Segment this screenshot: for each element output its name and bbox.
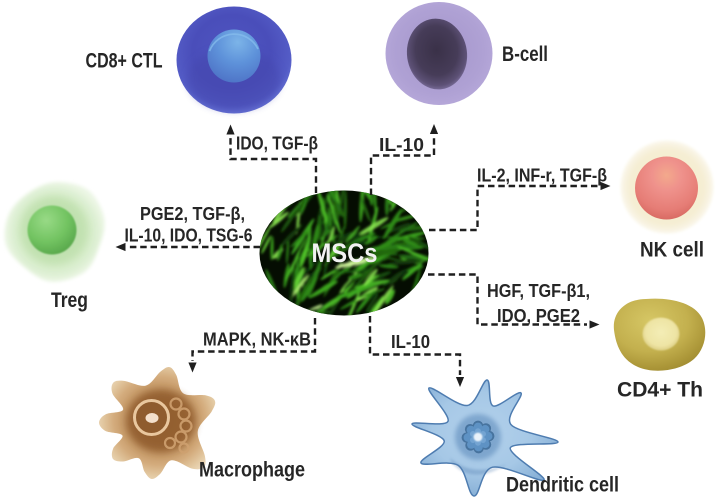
svg-text:Macrophage: Macrophage bbox=[199, 459, 305, 482]
svg-text:IL-10, IDO, TSG-6: IL-10, IDO, TSG-6 bbox=[125, 226, 253, 246]
svg-text:IL-10: IL-10 bbox=[379, 135, 424, 155]
svg-text:HGF, TGF-β1,: HGF, TGF-β1, bbox=[487, 281, 590, 301]
svg-text:MSCs: MSCs bbox=[312, 238, 378, 268]
svg-text:IL-2, INF-r, TGF-β: IL-2, INF-r, TGF-β bbox=[477, 166, 607, 186]
svg-text:IDO, TGF-β: IDO, TGF-β bbox=[236, 134, 318, 154]
svg-text:MAPK, NK-κB: MAPK, NK-κB bbox=[203, 330, 311, 350]
svg-text:PGE2, TGF-β,: PGE2, TGF-β, bbox=[140, 204, 245, 224]
svg-text:CD4+ Th: CD4+ Th bbox=[617, 379, 703, 402]
svg-text:Treg: Treg bbox=[51, 289, 88, 312]
svg-text:NK cell: NK cell bbox=[640, 239, 704, 262]
svg-text:IL-10: IL-10 bbox=[391, 332, 430, 352]
svg-text:Dendritic cell: Dendritic cell bbox=[506, 474, 619, 497]
svg-text:CD8+ CTL: CD8+ CTL bbox=[86, 50, 163, 73]
svg-text:B-cell: B-cell bbox=[502, 43, 548, 66]
svg-text:IDO, PGE2: IDO, PGE2 bbox=[497, 306, 580, 326]
